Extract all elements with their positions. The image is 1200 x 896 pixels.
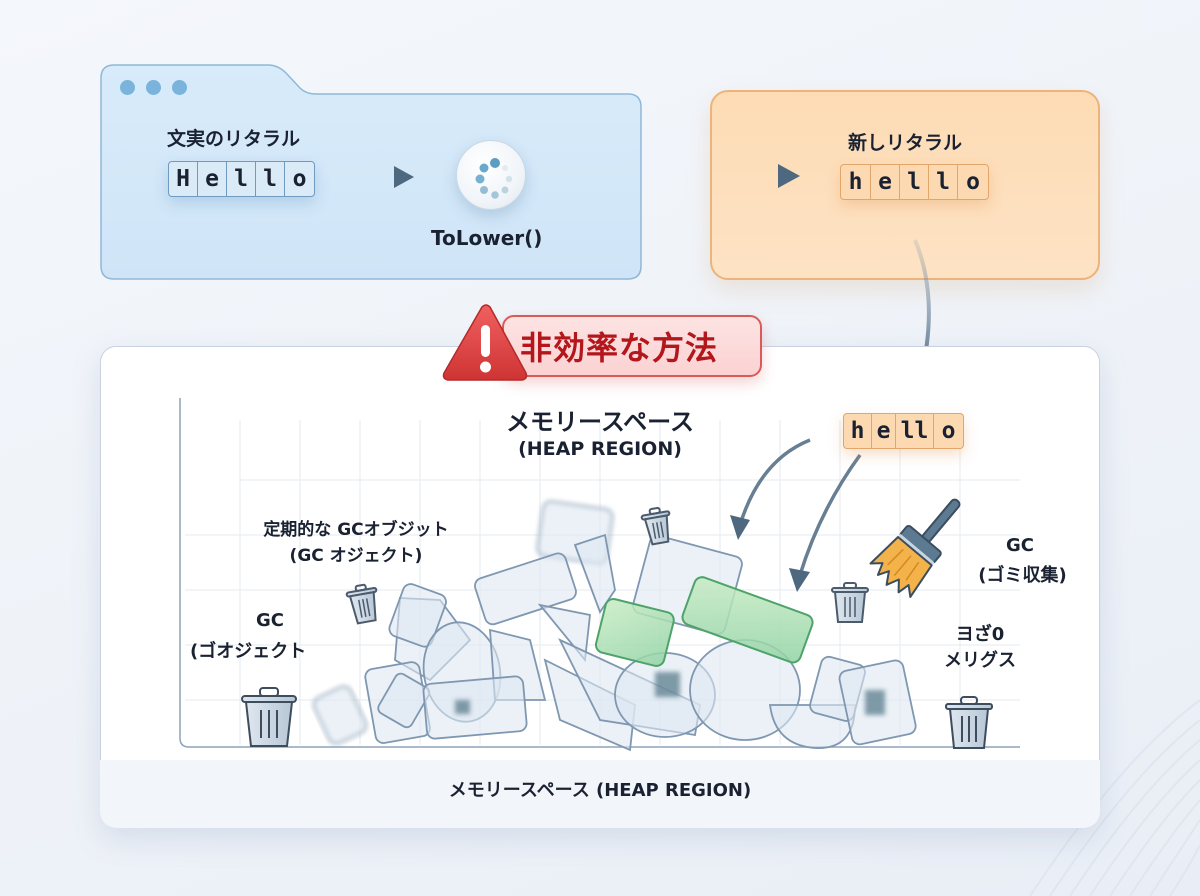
arrow-head: [730, 515, 750, 540]
inefficient-warning: 非効率な方法: [440, 303, 770, 383]
warning-label: 非効率な方法: [520, 329, 719, 367]
char-cell: l: [900, 165, 929, 199]
broom-icon: [869, 498, 961, 598]
new-literal-title: 新しリタラル: [848, 132, 963, 154]
garbage-objects: [313, 500, 917, 752]
window-dot-icon: [120, 80, 135, 95]
char-cell: e: [872, 414, 896, 448]
periodic-gc-sublabel: (GC オジェクト): [289, 546, 423, 566]
misc-sublabel: メリグス: [944, 650, 1016, 671]
arrow-head: [789, 568, 810, 592]
spinner-icon: [456, 140, 526, 210]
char-cell: H: [169, 162, 198, 196]
char-cell: o: [941, 418, 956, 444]
source-literal-panel: [100, 64, 642, 280]
window-dot-icon: [146, 80, 161, 95]
source-literal-chars: H e l l o: [168, 161, 315, 197]
gc-left-sublabel: (ゴオジェクト: [190, 641, 307, 662]
heap-footer-label: メモリースペース (HEAP REGION): [448, 780, 752, 801]
heap-axes: [179, 398, 1020, 748]
new-literal-chars: h e l l o: [840, 164, 989, 200]
heap-subtitle: (HEAP REGION): [518, 438, 682, 460]
heap-title: メモリースペース: [506, 408, 694, 436]
char-cell: o: [292, 166, 307, 192]
char-cell: l: [929, 165, 958, 199]
char-cell: o: [966, 169, 980, 195]
window-controls: [120, 80, 187, 95]
arrow-to-tolower: [340, 166, 414, 188]
blurred-blocks: [455, 672, 885, 715]
arrow-to-new-literal: [575, 164, 800, 188]
gc-right-label: GC: [1006, 535, 1034, 556]
method-label: ToLower(): [431, 226, 543, 250]
trash-can-icon: [241, 687, 297, 747]
allocation-arrows: [738, 438, 862, 576]
gc-right-sublabel: (ゴミ収集): [978, 565, 1067, 586]
trash-can-icon: [640, 506, 671, 546]
window-dot-icon: [172, 80, 187, 95]
trash-can-icon: [831, 582, 869, 623]
char-cell: ll: [896, 414, 934, 448]
char-cell: l: [256, 162, 285, 196]
char-cell: e: [871, 165, 900, 199]
char-cell: l: [227, 162, 256, 196]
char-cell: h: [841, 165, 871, 199]
trash-can-icon: [945, 696, 993, 749]
gc-left-label: GC: [256, 610, 284, 631]
misc-label: ヨざ0: [955, 624, 1005, 645]
heap-new-literal-chars: h e ll o: [843, 413, 964, 449]
trash-can-icon: [345, 583, 378, 625]
char-cell: h: [844, 414, 872, 448]
warning-triangle-icon: [442, 304, 528, 381]
live-objects: [594, 576, 814, 667]
heap-footer: [100, 760, 1100, 828]
warning-pill: [502, 315, 762, 377]
window-frame: [100, 64, 642, 280]
source-literal-title: 文実のリタラル: [167, 128, 301, 150]
periodic-gc-label: 定期的な GCオブジット: [263, 520, 449, 540]
char-cell: e: [198, 162, 227, 196]
